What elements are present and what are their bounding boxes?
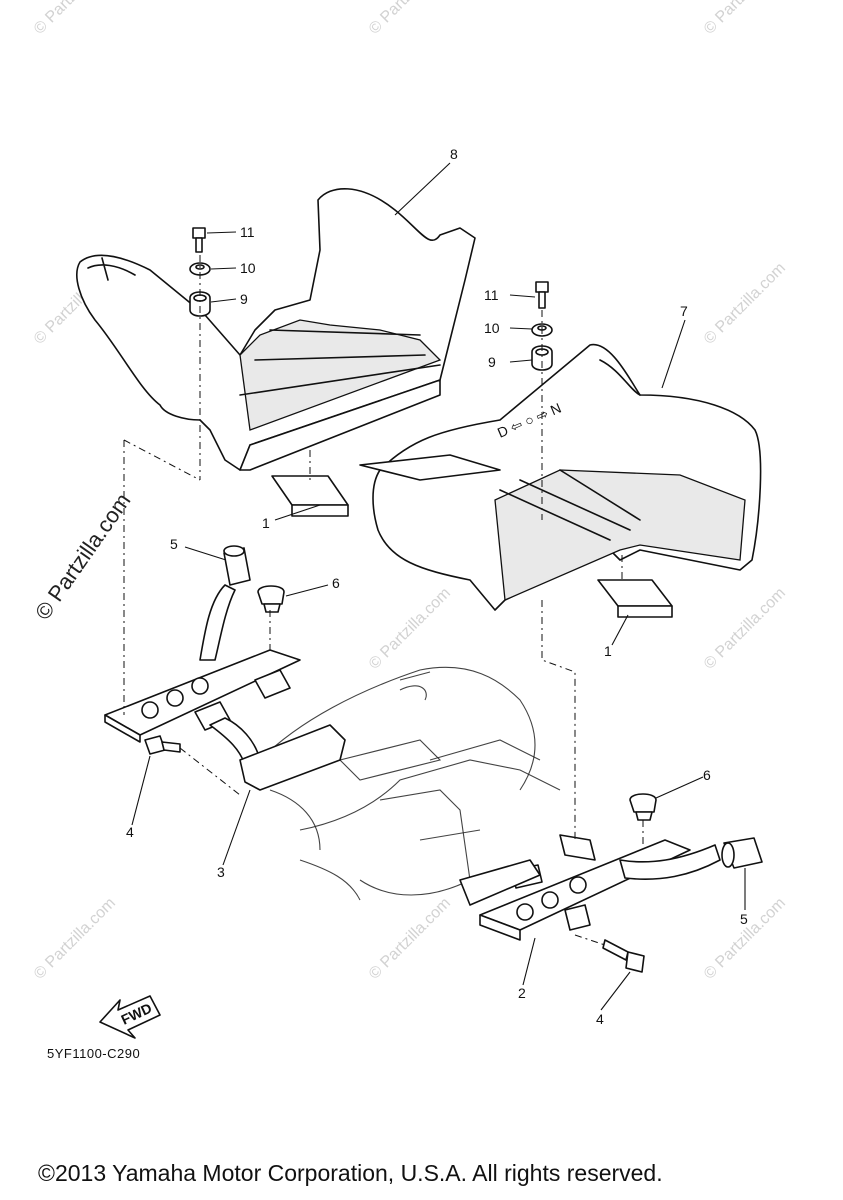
leader-lines <box>131 162 746 1011</box>
grommet-right <box>629 793 657 821</box>
watermark-tile: © Partzilla.com <box>31 895 119 983</box>
watermark-tile: © Partzilla.com <box>366 0 454 38</box>
footrest-bracket-right <box>459 834 721 941</box>
fwd-arrow-icon: FWD <box>99 995 161 1039</box>
footrest-board-right <box>359 343 762 611</box>
grommet-left <box>257 585 285 613</box>
callout-footrest-bracket-left: 3 <box>217 864 225 880</box>
callout-bolt-left: 4 <box>126 824 134 840</box>
callout-footrest-bracket-right: 2 <box>518 985 526 1001</box>
footrest-pad-left-edge <box>291 504 349 517</box>
bolt-right <box>602 939 645 973</box>
screw-left <box>192 227 206 253</box>
cap-left <box>223 545 251 586</box>
vehicle-frame <box>259 666 561 901</box>
callout-damper-right: 9 <box>488 354 496 370</box>
watermark-tile: © Partzilla.com <box>701 260 789 348</box>
callout-footrest-pad-left: 1 <box>262 515 270 531</box>
callout-grommet-right: 6 <box>703 767 711 783</box>
callout-footrest-board-right: 7 <box>680 303 688 319</box>
callout-screw-right: 11 <box>484 287 499 303</box>
callout-footrest-pad-right: 1 <box>604 643 612 659</box>
screw-right <box>535 281 549 309</box>
callout-damper-left: 9 <box>240 291 248 307</box>
diagram-code: 5YF1100-C290 <box>47 1046 141 1061</box>
callout-cap-right: 5 <box>740 911 748 927</box>
callout-cap-left: 5 <box>170 536 178 552</box>
footrest-pad-left <box>271 475 349 506</box>
bolt-left <box>144 735 181 755</box>
callout-screw-left: 11 <box>240 224 255 240</box>
callout-footrest-board-left: 8 <box>450 146 458 162</box>
watermark-tile: © Partzilla.com <box>366 585 454 673</box>
alignment-lines <box>123 255 644 946</box>
cap-right <box>721 837 763 869</box>
callout-bolt-right: 4 <box>596 1011 604 1027</box>
watermark-tile: © Partzilla.com <box>701 0 789 38</box>
callout-grommet-left: 6 <box>332 575 340 591</box>
footrest-board-left <box>76 188 476 471</box>
callout-numbers: 8 11 10 9 11 10 9 7 1 1 5 6 4 3 6 5 2 4 <box>126 146 748 1027</box>
watermark-tile: © Partzilla.com <box>31 0 119 38</box>
footrest-pad-right <box>597 579 673 607</box>
callout-collar-left: 10 <box>240 260 256 276</box>
footrest-bracket-left <box>104 584 346 791</box>
callout-collar-right: 10 <box>484 320 500 336</box>
footrest-pad-right-edge <box>617 605 673 618</box>
collar-left <box>189 262 211 276</box>
copyright-notice: ©2013 Yamaha Motor Corporation, U.S.A. A… <box>38 1160 663 1186</box>
watermark-tile: © Partzilla.com <box>701 585 789 673</box>
damper-left <box>189 291 211 317</box>
watermark-tile: © Partzilla.com <box>366 895 454 983</box>
